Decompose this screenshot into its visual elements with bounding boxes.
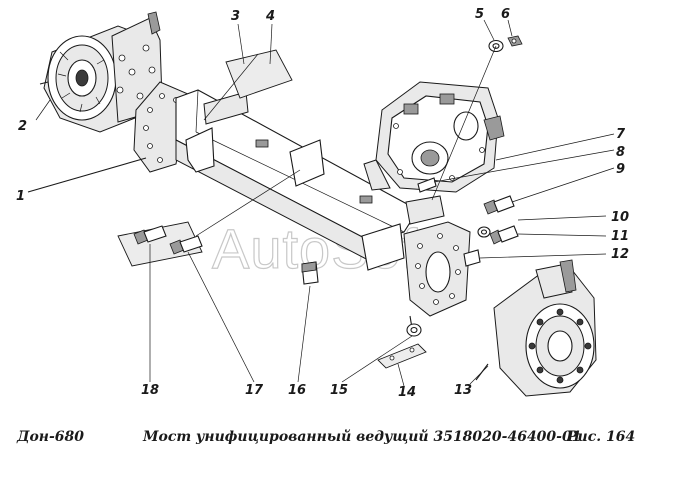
part-10-washer bbox=[477, 226, 491, 238]
callout-1: 1 bbox=[16, 189, 25, 204]
caption-model: Дон-680 bbox=[17, 429, 85, 445]
callout-numbers: 1 2 3 4 5 6 7 8 9 10 11 12 13 14 15 16 1… bbox=[16, 7, 629, 400]
part-13-right-final-drive bbox=[475, 259, 597, 397]
part-7-center-reducer bbox=[363, 81, 505, 193]
part-11-bolt bbox=[489, 225, 519, 245]
callout-16: 16 bbox=[288, 383, 306, 398]
callout-5: 5 bbox=[475, 7, 484, 22]
callout-2: 2 bbox=[18, 119, 27, 134]
leader-lines bbox=[35, 19, 615, 387]
part-18-bolt bbox=[133, 225, 167, 245]
part-8-gasket bbox=[417, 177, 437, 193]
callout-18: 18 bbox=[141, 383, 159, 398]
part-6-nut bbox=[507, 35, 523, 47]
part-17-bolt bbox=[169, 235, 203, 255]
part-9-bolt bbox=[483, 195, 515, 215]
callout-17: 17 bbox=[245, 383, 264, 398]
callout-plate-3-4 bbox=[225, 49, 293, 99]
part-1-axle-housing bbox=[27, 81, 471, 329]
callout-9: 9 bbox=[616, 162, 625, 177]
part-15-washer bbox=[406, 323, 422, 337]
callout-11: 11 bbox=[611, 229, 629, 244]
callout-7: 7 bbox=[616, 127, 626, 142]
callout-15: 15 bbox=[330, 383, 348, 398]
caption-figure-number: Рис. 164 bbox=[567, 429, 636, 445]
callout-8: 8 bbox=[616, 145, 625, 160]
callout-12: 12 bbox=[611, 247, 629, 262]
callout-14: 14 bbox=[398, 385, 416, 400]
callout-10: 10 bbox=[611, 210, 629, 225]
part-14-lock-plate bbox=[377, 343, 427, 369]
caption-title: Мост унифицированный ведущий 3518020-464… bbox=[143, 429, 582, 445]
callout-4: 4 bbox=[265, 9, 275, 24]
part-16-stud bbox=[301, 261, 319, 285]
callout-13: 13 bbox=[454, 383, 472, 398]
part-12-pin bbox=[463, 249, 481, 267]
callout-3: 3 bbox=[231, 9, 240, 24]
callout-6: 6 bbox=[501, 7, 510, 22]
